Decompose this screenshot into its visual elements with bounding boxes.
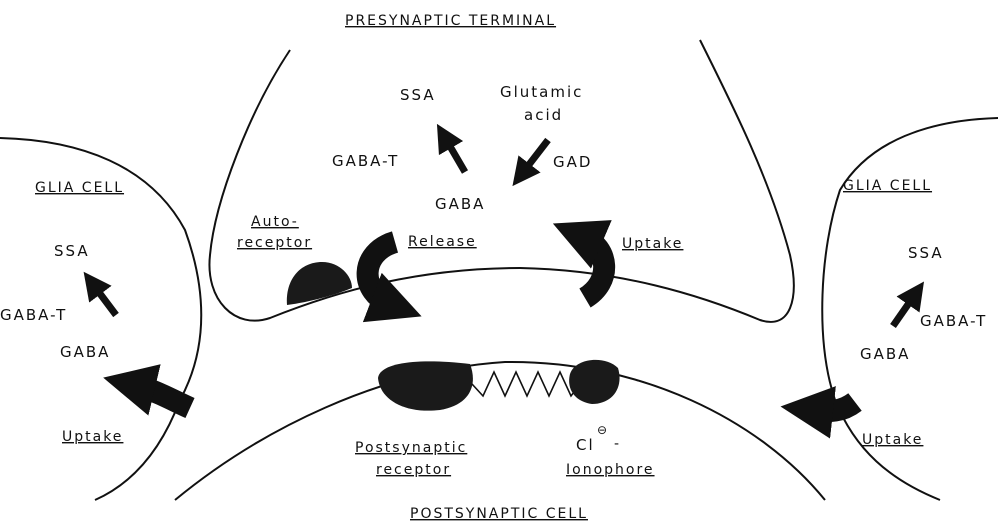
gaba-t-label-pre: GABA-T xyxy=(332,152,399,170)
chloride-dash: - xyxy=(614,436,621,452)
ionophore-label: Ionophore xyxy=(566,462,655,478)
presynaptic-ssa-label: SSA xyxy=(400,86,436,104)
glutamic-acid-label-line2: acid xyxy=(524,106,563,124)
right-uptake-label: Uptake xyxy=(862,432,923,448)
gaba-label-pre: GABA xyxy=(435,195,485,213)
right-gaba-t-label: GABA-T xyxy=(920,312,987,330)
left-gaba-t-label: GABA-T xyxy=(0,306,67,324)
glutamic-acid-label-line1: Glutamic xyxy=(500,83,583,101)
presynaptic-terminal-title: PRESYNAPTIC TERMINAL xyxy=(345,13,556,29)
postsynaptic-cell-title: POSTSYNAPTIC CELL xyxy=(410,506,588,522)
gad-label: GAD xyxy=(553,153,592,171)
gaba-t-arrow-right xyxy=(893,293,916,326)
postsynaptic-receptor-label-line2: receptor xyxy=(376,462,451,478)
autoreceptor-label-line2: receptor xyxy=(237,235,312,251)
left-gaba-label: GABA xyxy=(60,343,110,361)
right-glia-title: GLIA CELL xyxy=(843,178,932,194)
gad-arrow xyxy=(521,140,548,175)
uptake-arrow-pre xyxy=(582,236,604,298)
release-label: Release xyxy=(408,234,477,250)
left-ssa-label: SSA xyxy=(54,242,90,260)
uptake-arrow-right xyxy=(812,402,855,411)
right-ssa-label: SSA xyxy=(908,244,944,262)
postsynaptic-membrane xyxy=(175,362,825,500)
coupling-zigzag xyxy=(472,372,580,396)
right-gaba-label: GABA xyxy=(860,345,910,363)
postsynaptic-receptor-label-line1: Postsynaptic xyxy=(355,440,467,456)
uptake-label-pre: Uptake xyxy=(622,236,683,252)
chloride-ionophore xyxy=(569,360,619,404)
postsynaptic-receptor xyxy=(378,361,473,410)
chloride-label: Cl xyxy=(576,436,595,454)
left-uptake-label: Uptake xyxy=(62,429,123,445)
chloride-charge-symbol: ⊖ xyxy=(597,423,609,437)
gaba-t-arrow-left xyxy=(92,283,116,315)
release-arrow xyxy=(368,242,395,305)
left-glia-title: GLIA CELL xyxy=(35,180,124,196)
autoreceptor xyxy=(287,262,352,305)
gaba-t-arrow-pre xyxy=(444,136,465,172)
autoreceptor-label-line1: Auto- xyxy=(251,214,299,230)
uptake-arrow-left xyxy=(134,385,190,408)
